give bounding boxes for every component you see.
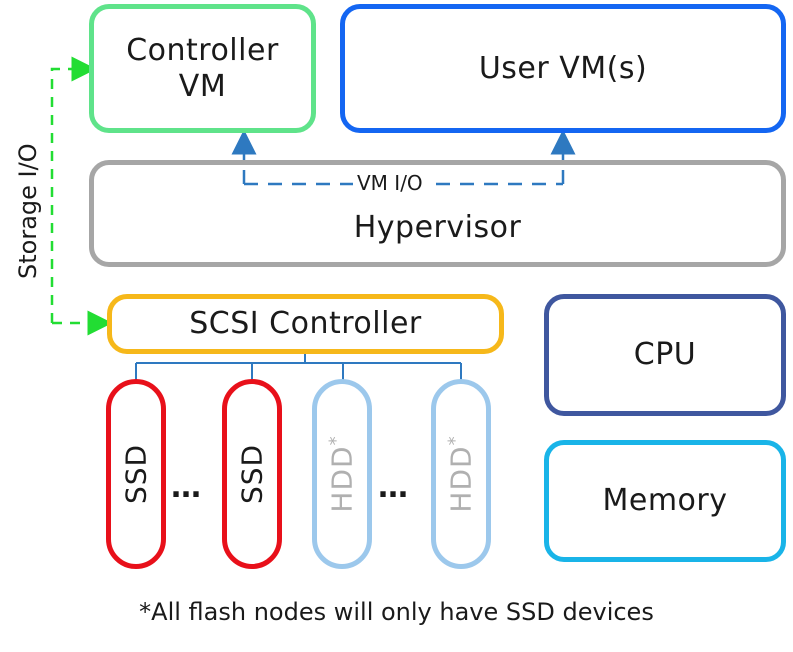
footnote: *All flash nodes will only have SSD devi… [139,598,654,626]
hdd-drive-2: HDD* [431,379,491,569]
controller-vm-label-line2: VM [178,68,227,104]
memory-box: Memory [544,440,786,562]
hypervisor-box: Hypervisor [89,160,786,267]
vm-io-label: VM I/O [353,171,427,195]
hdd-drive-2-asterisk: * [444,435,466,446]
scsi-controller-label: SCSI Controller [189,306,422,341]
hdd-drive-1-text: HDD [325,445,359,513]
controller-vm-label-line1: Controller [126,32,279,68]
storage-io-label: Storage I/O [14,143,42,279]
hdd-drive-1: HDD* [312,379,372,569]
cpu-box: CPU [544,294,786,416]
cpu-label: CPU [633,337,697,372]
scsi-controller-box: SCSI Controller [107,294,504,354]
ssd-drive-1: SSD [106,379,166,569]
user-vm-label: User VM(s) [478,50,648,86]
hdd-drive-2-text: HDD [444,445,478,513]
ssd-drive-2-label: SSD [235,443,269,505]
hdd-drive-1-asterisk: * [325,435,347,446]
hdd-drive-2-label: HDD* [444,435,477,512]
ssd-drive-1-label: SSD [119,443,153,505]
memory-label: Memory [602,483,728,518]
ssd-ellipsis: … [171,470,203,505]
storage-io-arrow [50,56,97,323]
hdd-drive-1-label: HDD* [325,435,358,512]
hypervisor-label: Hypervisor [353,210,522,245]
controller-vm-box: Controller VM [89,4,316,133]
ssd-drive-2: SSD [222,379,282,569]
hdd-ellipsis: … [378,470,410,505]
user-vm-box: User VM(s) [340,4,786,133]
scsi-bus [135,354,462,381]
